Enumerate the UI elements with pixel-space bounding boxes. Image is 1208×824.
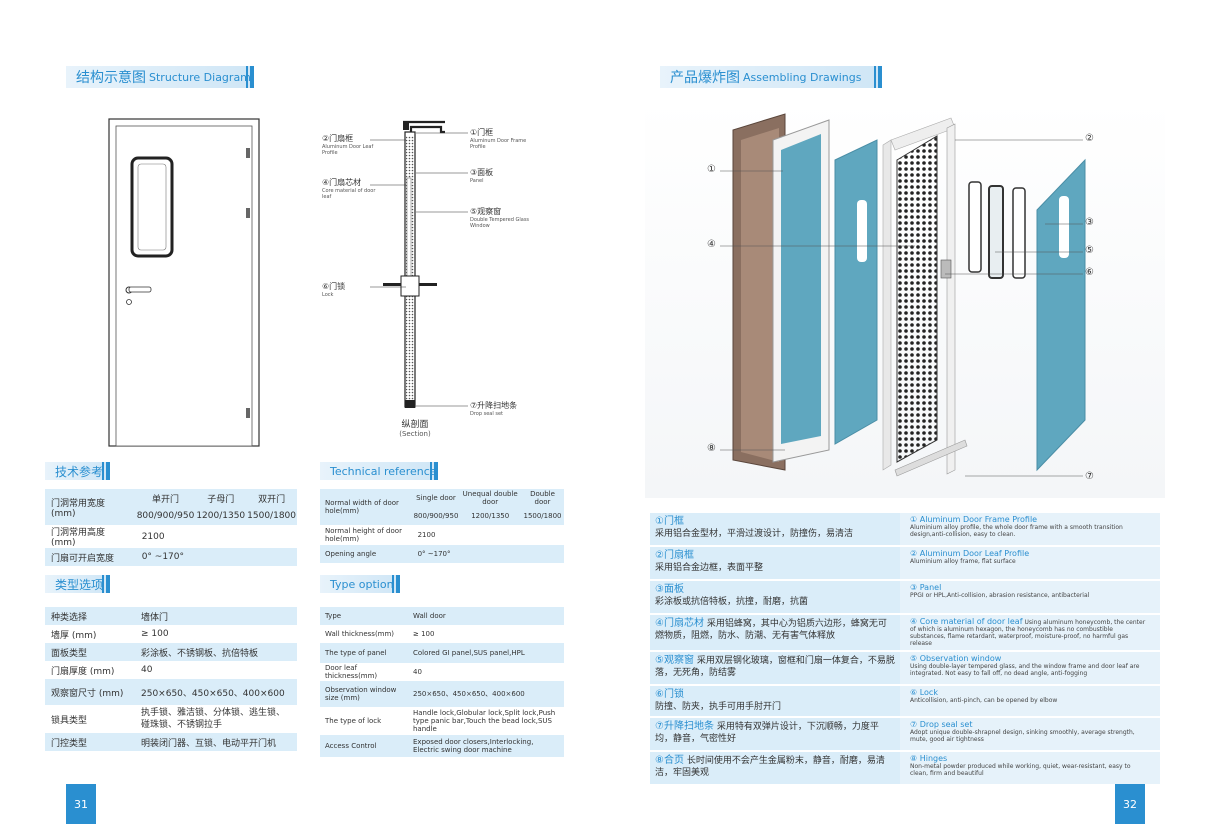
exploded-drawing (732, 113, 1086, 477)
tech-reference-en-title: Technical reference (320, 462, 438, 480)
feature-row: ⑦升降扫地条 采用特有双弹片设计，下沉顺畅，力度平均，静音，气密性好 ⑦ Dro… (650, 718, 1160, 750)
marker-3: ③ (1085, 217, 1094, 228)
page-number-right: 32 (1115, 784, 1145, 824)
section-caption: 纵剖面(Section) (399, 420, 431, 438)
marker-2: ② (1085, 133, 1094, 144)
marker-6: ⑥ (1085, 267, 1094, 278)
door-section-drawing (383, 120, 445, 408)
feature-row: ⑧合页 长时间使用不会产生金属粉末，静音，耐磨，易清洁，牢固美观 ⑧ Hinge… (650, 752, 1160, 784)
type-option-zh-title: 类型选项 (45, 575, 110, 593)
feature-row: ④门扇芯材 采用铝蜂窝，其中心为铝质六边形，蜂窝无可燃物质，阻燃，防水、防潮、无… (650, 615, 1160, 650)
door-elevation-drawing (108, 118, 260, 447)
section-leader-lines (370, 132, 468, 407)
marker-4: ④ (707, 239, 716, 250)
assembling-drawings-title: 产品爆炸图 Assembling Drawings (660, 66, 882, 88)
feature-row: ⑤观察窗 采用双层钢化玻璃，窗框和门扇一体复合，不易脱落，无死角，防结雾 ⑤ O… (650, 652, 1160, 684)
page-number-left: 31 (66, 784, 96, 824)
type-option-zh-table: 种类选择墙体门 墙厚 (mm)≥ 100 面板类型彩涂板、不锈钢板、抗倍特板 门… (45, 607, 297, 751)
marker-1: ① (707, 164, 716, 175)
tech-reference-zh-title: 技术参考 (45, 462, 110, 480)
tech-reference-en-table: Normal width of door hole(mm) Single doo… (320, 489, 564, 563)
exploded-leader-lines (720, 139, 1083, 477)
marker-7: ⑦ (1085, 471, 1094, 482)
structure-diagram-title: 结构示意图 Structure Diagram (66, 66, 254, 88)
marker-5: ⑤ (1085, 245, 1094, 256)
feature-row: ②门扇框采用铝合金边框，表面平整 ② Aluminum Door Leaf Pr… (650, 547, 1160, 579)
type-option-en-title: Type option (320, 575, 400, 593)
features-table: ①门框采用铝合金型材，平滑过渡设计，防撞伤，易清洁 ① Aluminum Doo… (650, 511, 1160, 786)
marker-8: ⑧ (707, 443, 716, 454)
feature-row: ①门框采用铝合金型材，平滑过渡设计，防撞伤，易清洁 ① Aluminum Doo… (650, 513, 1160, 545)
